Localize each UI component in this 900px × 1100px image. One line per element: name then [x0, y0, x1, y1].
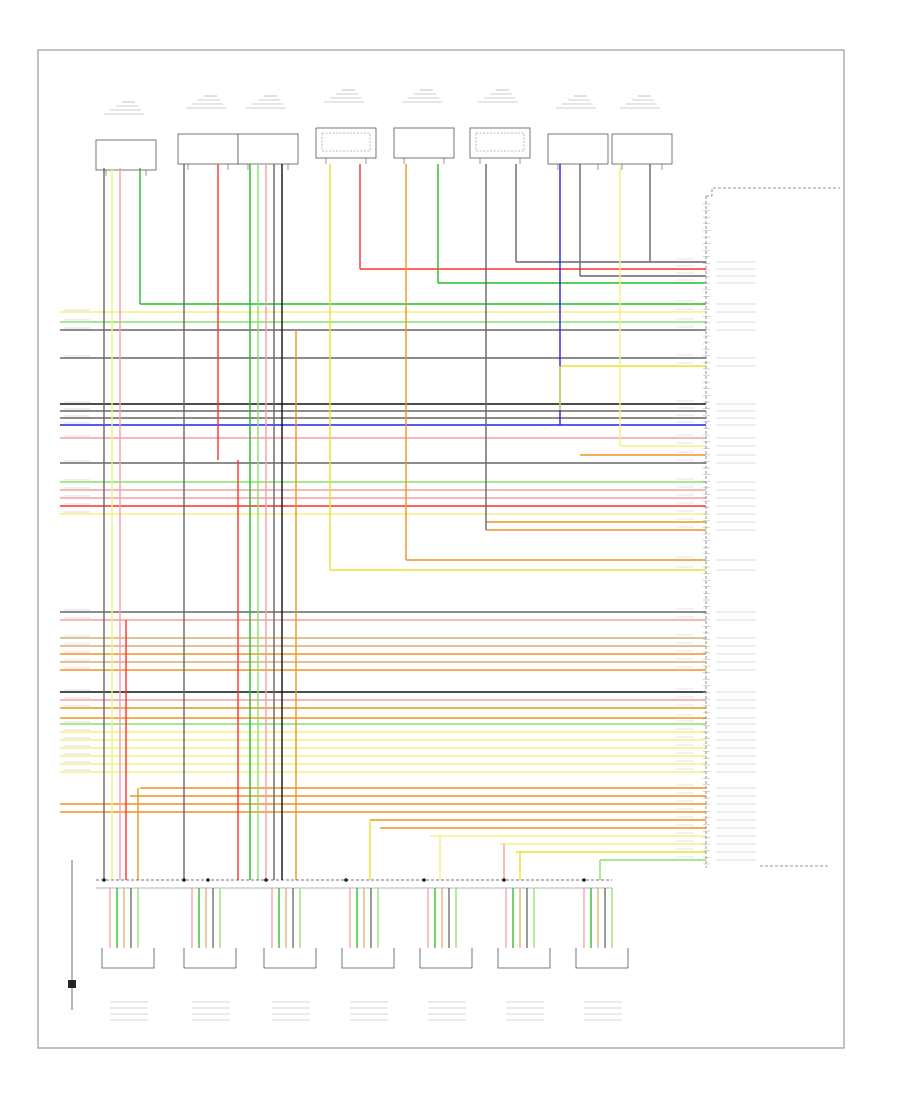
sensor-body	[263, 948, 317, 969]
component-box	[393, 127, 455, 159]
sensor-body	[341, 948, 395, 969]
component-box	[237, 133, 299, 165]
component-box	[95, 139, 157, 171]
splice-dot	[264, 878, 268, 882]
component-box	[315, 127, 377, 159]
module-connector-outline	[705, 187, 840, 868]
sensor-body	[497, 948, 551, 969]
splice-dot	[344, 878, 348, 882]
component-box	[611, 133, 673, 165]
page-frame	[37, 49, 845, 1049]
component-box	[177, 133, 239, 165]
switch-symbol	[321, 132, 371, 152]
switch-symbol	[475, 132, 525, 152]
splice-dot	[582, 878, 586, 882]
splice-dot	[422, 878, 426, 882]
sensor-body	[419, 948, 473, 969]
sensor-body	[575, 948, 629, 969]
splice-dot	[502, 878, 506, 882]
splice-dot	[206, 878, 210, 882]
splice-dot	[102, 878, 106, 882]
ground-symbol	[68, 980, 76, 988]
component-box	[469, 127, 531, 159]
splice-dot	[182, 878, 186, 882]
sensor-body	[183, 948, 237, 969]
sensor-body	[101, 948, 155, 969]
component-box	[547, 133, 609, 165]
